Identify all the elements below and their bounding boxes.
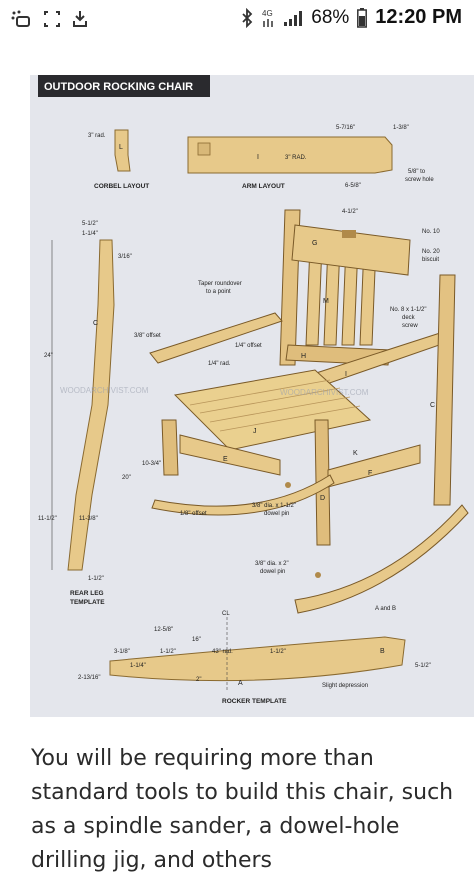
corbel-part [114, 129, 131, 172]
note-biscuit: No. 20 [422, 249, 440, 255]
part-m-label: M [323, 298, 329, 305]
part-c-label: C [430, 402, 435, 409]
watermark-1: WOODARCHIVIST.COM [60, 386, 149, 395]
figure-title-banner [38, 75, 210, 97]
rear-leg-dim-316: 3/16" [118, 254, 132, 260]
arm-radius: 3" RAD. [285, 155, 307, 161]
arm-part [187, 136, 393, 174]
rocker-dim-2: 2" [196, 677, 201, 683]
rear-leg-dim-1138: 11-3/8" [79, 516, 98, 522]
note-dowel-b2: dowel pin [260, 569, 285, 575]
note-taper2: to a point [206, 289, 231, 295]
part-e-label: E [223, 456, 228, 463]
rocker-dim-112a: 1-1/2" [160, 649, 176, 655]
part-k-label: K [353, 450, 358, 457]
chair-assembly: G M H I J E F K D C [149, 209, 469, 614]
part-d-label: D [320, 495, 325, 502]
note-taper: Taper roundover [198, 281, 242, 287]
rear-leg-dim-20: 20" [122, 475, 131, 481]
note-deck: No. 8 x 1-1/2" [390, 307, 426, 313]
note-biscuit10: No. 10 [422, 229, 440, 235]
rocker-cl: CL [222, 611, 230, 617]
battery-percent: 68% [311, 6, 350, 28]
note-deck3: screw [402, 323, 418, 329]
note-deck2: deck [402, 315, 416, 321]
rocker-dim-43rad: 43" rad. [212, 649, 233, 655]
arm-dim-hole2: screw hole [405, 177, 434, 183]
status-right: 4G 68% 12:20 PM [241, 6, 462, 29]
note-38-offset: 3/8" offset [134, 333, 161, 339]
rocker-dim-114: 1-1/4" [130, 663, 146, 669]
part-h-label: H [301, 353, 306, 360]
chair-plan-image[interactable]: OUTDOOR ROCKING CHAIR L 3" rad. CORBEL L… [30, 75, 474, 717]
arm-dim-bottom: 6-5/8" [345, 183, 361, 189]
rocker-a-label: A [238, 680, 243, 687]
rear-leg-caption: REAR LEG [70, 590, 104, 597]
note-14-offset: 1/4" offset [235, 343, 262, 349]
rocker-dim-318: 3-1/8" [114, 649, 130, 655]
rocker-dim-112b: 1-1/2" [270, 649, 286, 655]
wifi-calling-icon: 4G [262, 9, 273, 27]
part-f-label: F [368, 470, 372, 477]
status-left-icons [10, 9, 88, 29]
rear-leg-dim-bottom: 1-1/2" [88, 576, 104, 582]
rocker-dim-21316: 2-13/16" [78, 675, 100, 681]
note-dowel-a: 3/8" dia. x 1-1/2" [252, 503, 296, 509]
watermark-2: WOODARCHIVIST.COM [280, 388, 369, 397]
arm-dim-right: 1-3/8" [393, 125, 409, 131]
rear-leg-dim-1112: 11-1/2" [38, 516, 57, 522]
note-dowel-b: 3/8" dia. x 2" [255, 561, 289, 567]
tray-download-icon [73, 11, 87, 27]
chair-plan-drawing: OUTDOOR ROCKING CHAIR L 3" rad. CORBEL L… [30, 75, 474, 717]
corbel-caption: CORBEL LAYOUT [94, 183, 149, 190]
rocker-dim-16: 16" [192, 637, 201, 643]
corbel-dim: 3" rad. [88, 133, 106, 139]
note-1034: 10-3/4" [142, 461, 161, 467]
arm-dim-hole: 5/8" to [408, 169, 426, 175]
rear-leg-part [67, 239, 115, 571]
svg-text:4G: 4G [262, 9, 273, 18]
rocker-dim-512: 5-1/2" [415, 663, 431, 669]
article-paragraph: You will be requiring more than standard… [31, 746, 454, 873]
note-a-and-b: A and B [375, 606, 396, 612]
note-14-rad: 1/4" rad. [208, 361, 231, 367]
arm-dim-top: 5-7/16" [336, 125, 355, 131]
note-412: 4-1/2" [342, 209, 358, 215]
note-18-offset: 1/8" offset [180, 511, 207, 517]
clock: 12:20 PM [375, 6, 462, 28]
figure-title: OUTDOOR ROCKING CHAIR [44, 81, 193, 93]
rear-leg-label: C [93, 320, 98, 327]
rear-leg-dim-top: 5-1/2" [82, 221, 98, 227]
note-dowel-a2: dowel pin [264, 511, 289, 517]
battery-icon [357, 7, 368, 28]
rear-leg-dim-top2: 1-1/4" [82, 231, 98, 237]
status-bar: 4G 68% 12:20 PM [0, 0, 474, 38]
part-i-label: I [345, 371, 347, 378]
screenshot-icon [44, 11, 60, 27]
signal-icon [284, 10, 303, 26]
part-j-label: J [253, 428, 257, 435]
rocker-dim-1258: 12-5/8" [154, 627, 173, 633]
note-biscuit2: biscuit [422, 257, 439, 263]
bluetooth-icon [242, 7, 253, 28]
corbel-label: L [119, 144, 123, 151]
arm-caption: ARM LAYOUT [242, 183, 285, 190]
arm-label: I [257, 154, 259, 161]
rocker-template-part [109, 636, 406, 682]
part-g-label: G [312, 240, 317, 247]
rear-leg-caption2: TEMPLATE [70, 599, 105, 606]
airplay-dots-icon [11, 10, 30, 27]
rear-leg-dim-24: 24" [44, 353, 53, 359]
rocker-caption: ROCKER TEMPLATE [222, 698, 287, 705]
rocker-slight: Slight depression [322, 683, 368, 689]
rocker-b-label: B [380, 648, 385, 655]
